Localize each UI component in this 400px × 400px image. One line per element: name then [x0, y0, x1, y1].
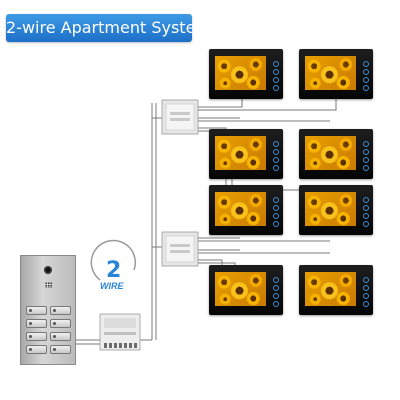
indoor-monitor-icon [299, 265, 373, 315]
call-button [26, 332, 47, 341]
call-button [26, 319, 47, 328]
two-wire-logo-number: 2 [106, 258, 122, 283]
call-button [26, 345, 47, 354]
door-station-icon [20, 255, 76, 365]
call-button [26, 306, 47, 315]
call-button [50, 345, 71, 354]
call-button [50, 319, 71, 328]
call-button [50, 306, 71, 315]
indoor-monitor-icon [299, 49, 373, 99]
title-badge: 2-wire Apartment System [6, 14, 211, 42]
indoor-monitor-icon [299, 129, 373, 179]
distributor-icon [161, 99, 199, 135]
camera-lens-icon [44, 266, 52, 274]
two-wire-logo-swoosh [90, 239, 137, 281]
wires [76, 98, 337, 345]
indoor-monitor-icon [299, 185, 373, 235]
indoor-monitor-icon [209, 49, 283, 99]
indoor-monitor-icon [209, 265, 283, 315]
distributor-icon [161, 231, 199, 267]
two-wire-logo-icon: 2 WIRE [92, 257, 138, 295]
indoor-monitor-icon [209, 185, 283, 235]
call-button [50, 332, 71, 341]
two-wire-logo-text: WIRE [100, 281, 124, 291]
speaker-grille-icon [45, 282, 53, 288]
power-supply-icon [99, 313, 141, 351]
indoor-monitor-icon [209, 129, 283, 179]
